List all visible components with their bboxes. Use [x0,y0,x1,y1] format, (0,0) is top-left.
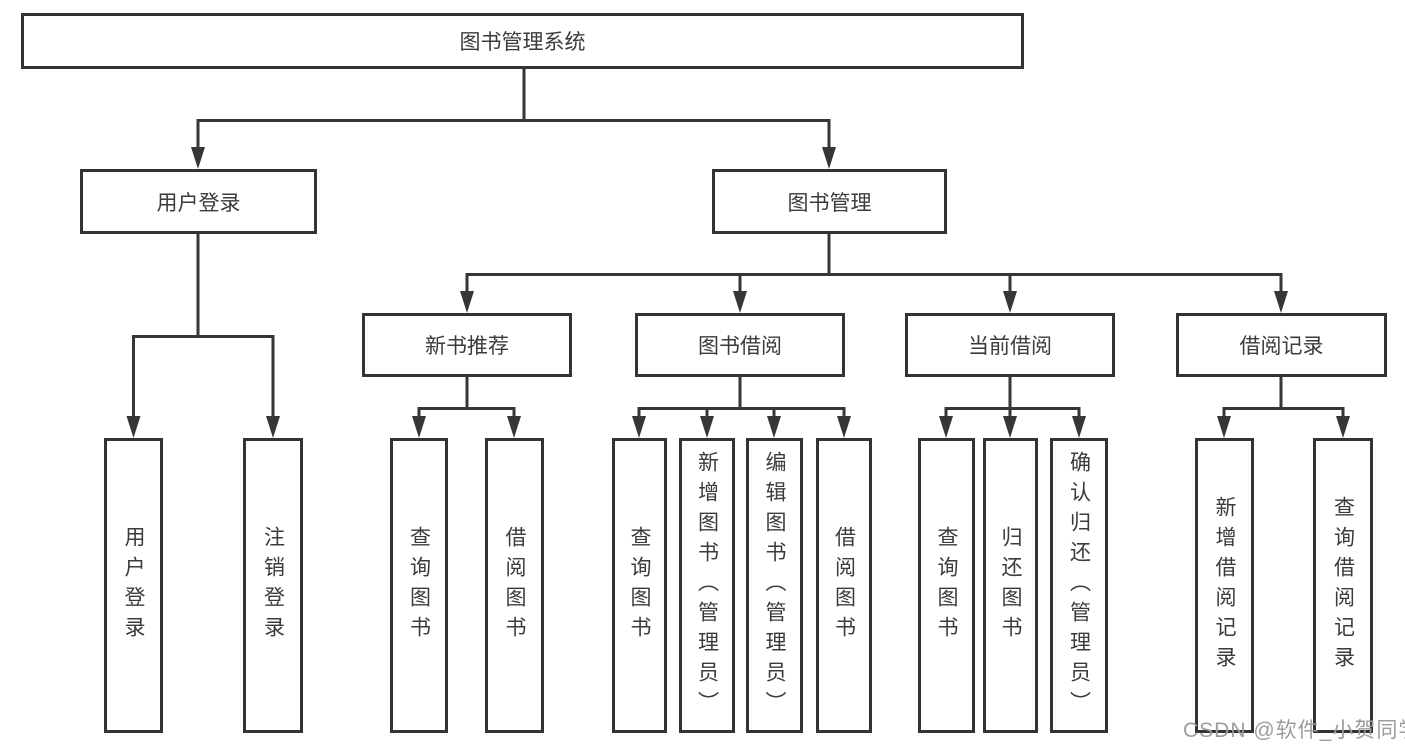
leaf-add-books-admin: 新增图书（管理员） [679,438,735,733]
connector-line [465,234,1283,292]
connector-new-book-to-leaves [412,377,521,438]
leaf-query-books: 查询图书 [390,438,448,733]
connector-line [196,69,831,149]
connector-current-borrow-to-leaves [939,377,1086,438]
node-label: 当前借阅 [968,335,1052,358]
node-label: 用户登录 [122,525,145,646]
connector-root-to-level2 [191,69,836,169]
node-new-book-recommend: 新书推荐 [362,313,572,377]
leaf-borrow-books: 借阅图书 [816,438,872,733]
connector-line [417,377,516,417]
node-library-management-system: 图书管理系统 [21,13,1024,69]
node-current-borrowing: 当前借阅 [905,313,1115,377]
node-label: 查询图书 [935,525,958,646]
arrowhead [460,291,1288,313]
node-label: 查询图书 [407,525,431,646]
leaf-edit-books-admin: 编辑图书（管理员） [746,438,803,733]
arrowhead [1217,416,1350,438]
leaf-return-books: 归还图书 [983,438,1038,733]
connector-book-borrow-to-leaves [632,377,851,438]
connector-line [1222,377,1345,417]
node-label: 查询图书 [628,525,651,646]
node-label: 归还图书 [999,525,1022,646]
node-label: 查询借阅记录 [1331,495,1355,676]
node-label: 图书管理系统 [459,31,586,54]
node-borrowing-records: 借阅记录 [1176,313,1387,377]
arrowhead [632,416,851,438]
node-book-borrowing: 图书借阅 [635,313,845,377]
csdn-watermark: CSDN @软件_小贺同学 [1183,719,1405,742]
leaf-query-borrow-record: 查询借阅记录 [1313,438,1373,733]
node-label: 借阅图书 [832,525,856,646]
node-label: 用户登录 [156,191,241,215]
node-label: 注销登录 [261,525,285,646]
node-user-login: 用户登录 [80,169,317,234]
leaf-query-books: 查询图书 [612,438,667,733]
node-label: 借阅记录 [1239,335,1324,358]
connector-user-login-to-leaves [126,234,280,438]
node-label: 新增借阅记录 [1213,495,1236,676]
leaf-logout: 注销登录 [243,438,303,733]
arrowhead [412,416,521,438]
leaf-user-login: 用户登录 [104,438,163,733]
node-label: 编辑图书（管理员） [763,450,786,721]
leaf-confirm-return-admin: 确认归还（管理员） [1050,438,1108,733]
connector-line [637,377,846,417]
connector-line [944,377,1081,417]
connector-book-mgmt-to-level3 [460,234,1288,313]
node-book-management: 图书管理 [712,169,947,234]
node-label: 新增图书（管理员） [695,450,719,721]
node-label: 新书推荐 [425,335,509,358]
connector-borrow-records-to-leaves [1217,377,1350,438]
arrowhead [939,416,1086,438]
connector-line [132,234,275,417]
node-label: 图书管理 [787,191,872,215]
node-label: 图书借阅 [698,335,782,358]
arrowhead [191,147,836,169]
leaf-borrow-books: 借阅图书 [485,438,544,733]
node-label: 借阅图书 [503,525,526,646]
leaf-query-books: 查询图书 [918,438,975,733]
arrowhead [126,416,280,438]
node-label: 确认归还（管理员） [1067,450,1091,721]
leaf-add-borrow-record: 新增借阅记录 [1195,438,1254,733]
